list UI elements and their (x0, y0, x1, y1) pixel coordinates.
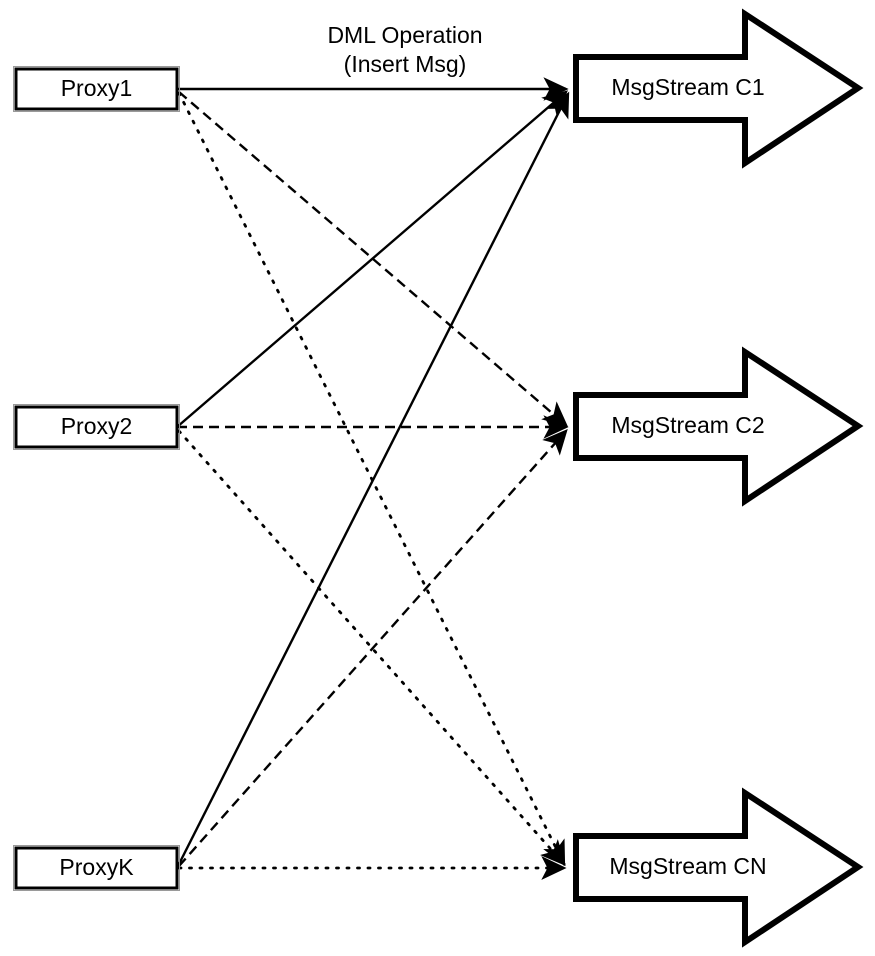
proxy-box (14, 67, 179, 111)
connection-proxy2-stream-cn (177, 429, 566, 866)
connection-proxy1-stream-cn (177, 91, 566, 867)
stream-node-stream-c1[interactable]: MsgStream C1 (573, 8, 864, 169)
proxy-label: ProxyK (59, 854, 134, 880)
connection-proxy2-stream-c1 (176, 90, 569, 428)
proxy-node-proxyk[interactable]: ProxyK (13, 845, 180, 891)
proxy-box (14, 846, 179, 890)
connection-proxyk-stream-c1 (175, 91, 570, 869)
stream-label: MsgStream C2 (611, 412, 764, 438)
block-arrow-icon (573, 787, 864, 948)
caption-line-1: DML Operation (327, 22, 482, 48)
connection-proxyk-stream-c2 (178, 429, 568, 867)
block-arrow-icon (573, 346, 864, 507)
proxy-label: Proxy1 (61, 75, 133, 101)
stream-label: MsgStream CN (609, 853, 766, 879)
caption-line-2: (Insert Msg) (344, 51, 467, 77)
proxy-box-outline (13, 404, 180, 450)
block-arrow-icon (573, 8, 864, 169)
proxy-layer: Proxy1 Proxy2 ProxyK (13, 66, 180, 891)
stream-node-stream-cn[interactable]: MsgStream CN (573, 787, 864, 948)
proxy-box-outline (13, 845, 180, 891)
connection-layer (156, 77, 570, 880)
proxy-label: Proxy2 (61, 413, 133, 439)
stream-label: MsgStream C1 (611, 74, 764, 100)
proxy-node-proxy1[interactable]: Proxy1 (13, 66, 180, 112)
connection-proxy1-stream-c2 (178, 91, 569, 427)
proxy-node-proxy2[interactable]: Proxy2 (13, 404, 180, 450)
proxy-box (14, 405, 179, 449)
dml-operation-caption: DML Operation (Insert Msg) (327, 22, 482, 77)
stream-layer: MsgStream C1 MsgStream C2 MsgStream CN (573, 8, 864, 948)
stream-node-stream-c2[interactable]: MsgStream C2 (573, 346, 864, 507)
proxy-box-outline (13, 66, 180, 112)
